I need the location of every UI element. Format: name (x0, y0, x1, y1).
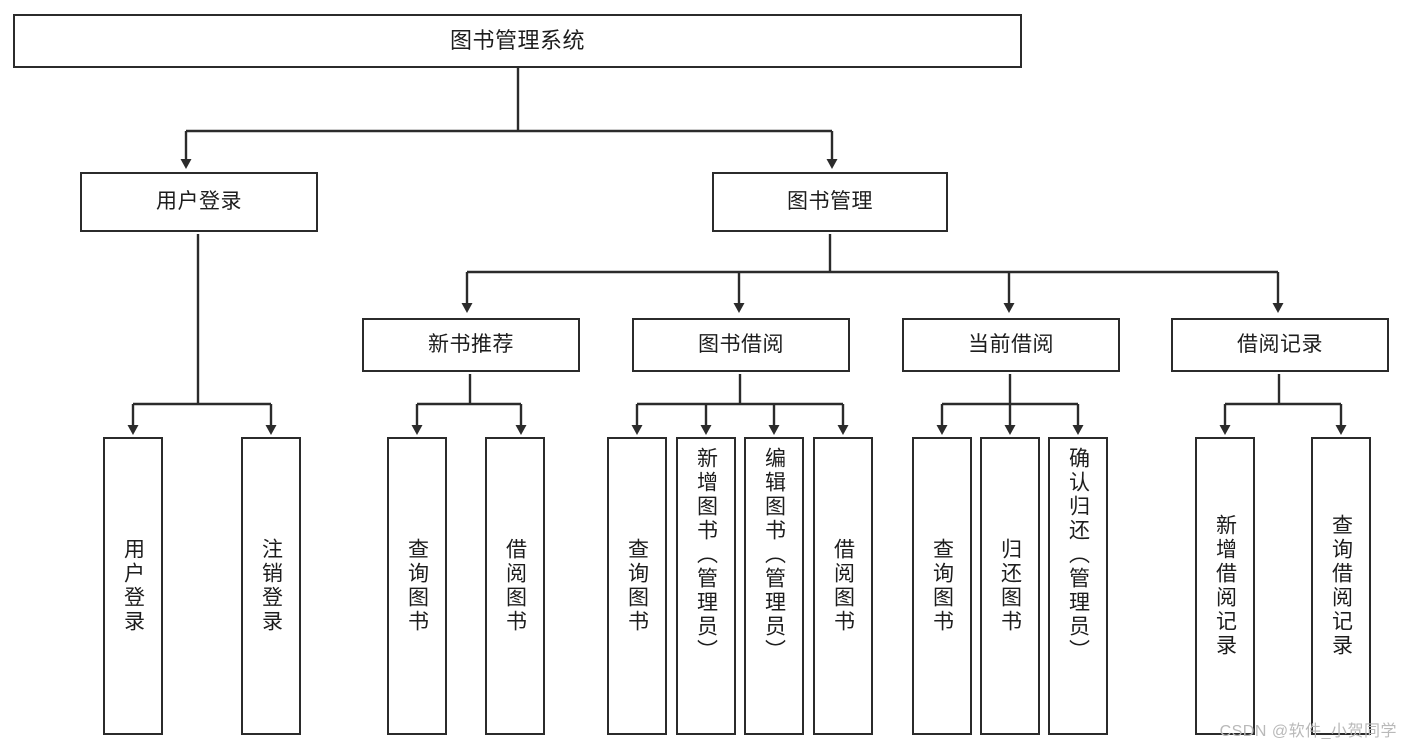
node-leaf-logout-login[interactable]: 注销登录 (241, 437, 301, 735)
node-label: 查询图书 (930, 538, 954, 634)
node-current-borrow[interactable]: 当前借阅 (902, 318, 1120, 372)
node-label: 编辑图书（管理员） (762, 447, 786, 663)
node-label: 图书管理 (787, 189, 873, 213)
node-leaf-query-borrow-record[interactable]: 查询借阅记录 (1311, 437, 1371, 735)
node-book-management[interactable]: 图书管理 (712, 172, 948, 232)
node-label: 图书借阅 (698, 332, 784, 356)
node-label: 注销登录 (259, 538, 283, 634)
node-label: 借阅图书 (503, 538, 527, 634)
node-leaf-edit-book-admin[interactable]: 编辑图书（管理员） (744, 437, 804, 735)
node-borrow-record[interactable]: 借阅记录 (1171, 318, 1389, 372)
node-leaf-user-login[interactable]: 用户登录 (103, 437, 163, 735)
node-label: 新增借阅记录 (1213, 514, 1237, 658)
node-label: 借阅记录 (1237, 332, 1323, 356)
node-label: 归还图书 (998, 538, 1022, 634)
node-label: 图书管理系统 (449, 28, 585, 54)
node-leaf-query-book-current[interactable]: 查询图书 (912, 437, 972, 735)
node-leaf-add-borrow-record[interactable]: 新增借阅记录 (1195, 437, 1255, 735)
node-label: 新增图书（管理员） (694, 447, 718, 663)
csdn-watermark: CSDN @软件_小贺同学 (1219, 723, 1397, 740)
node-label: 查询图书 (405, 538, 429, 634)
node-leaf-borrow-book-recommend[interactable]: 借阅图书 (485, 437, 545, 735)
node-label: 新书推荐 (428, 332, 514, 356)
node-label: 用户登录 (121, 538, 145, 634)
node-leaf-return-book[interactable]: 归还图书 (980, 437, 1040, 735)
node-leaf-query-book-recommend[interactable]: 查询图书 (387, 437, 447, 735)
node-label: 当前借阅 (968, 332, 1054, 356)
node-leaf-query-book-borrow[interactable]: 查询图书 (607, 437, 667, 735)
node-leaf-borrow-book-borrow[interactable]: 借阅图书 (813, 437, 873, 735)
node-leaf-add-book-admin[interactable]: 新增图书（管理员） (676, 437, 736, 735)
node-label: 查询借阅记录 (1329, 514, 1353, 658)
node-user-login[interactable]: 用户登录 (80, 172, 318, 232)
node-label: 确认归还（管理员） (1066, 447, 1090, 663)
node-root-book-management-system[interactable]: 图书管理系统 (13, 14, 1022, 68)
node-leaf-confirm-return-admin[interactable]: 确认归还（管理员） (1048, 437, 1108, 735)
node-label: 查询图书 (625, 538, 649, 634)
node-book-borrow[interactable]: 图书借阅 (632, 318, 850, 372)
node-label: 用户登录 (156, 189, 242, 213)
node-label: 借阅图书 (831, 538, 855, 634)
node-new-book-recommend[interactable]: 新书推荐 (362, 318, 580, 372)
